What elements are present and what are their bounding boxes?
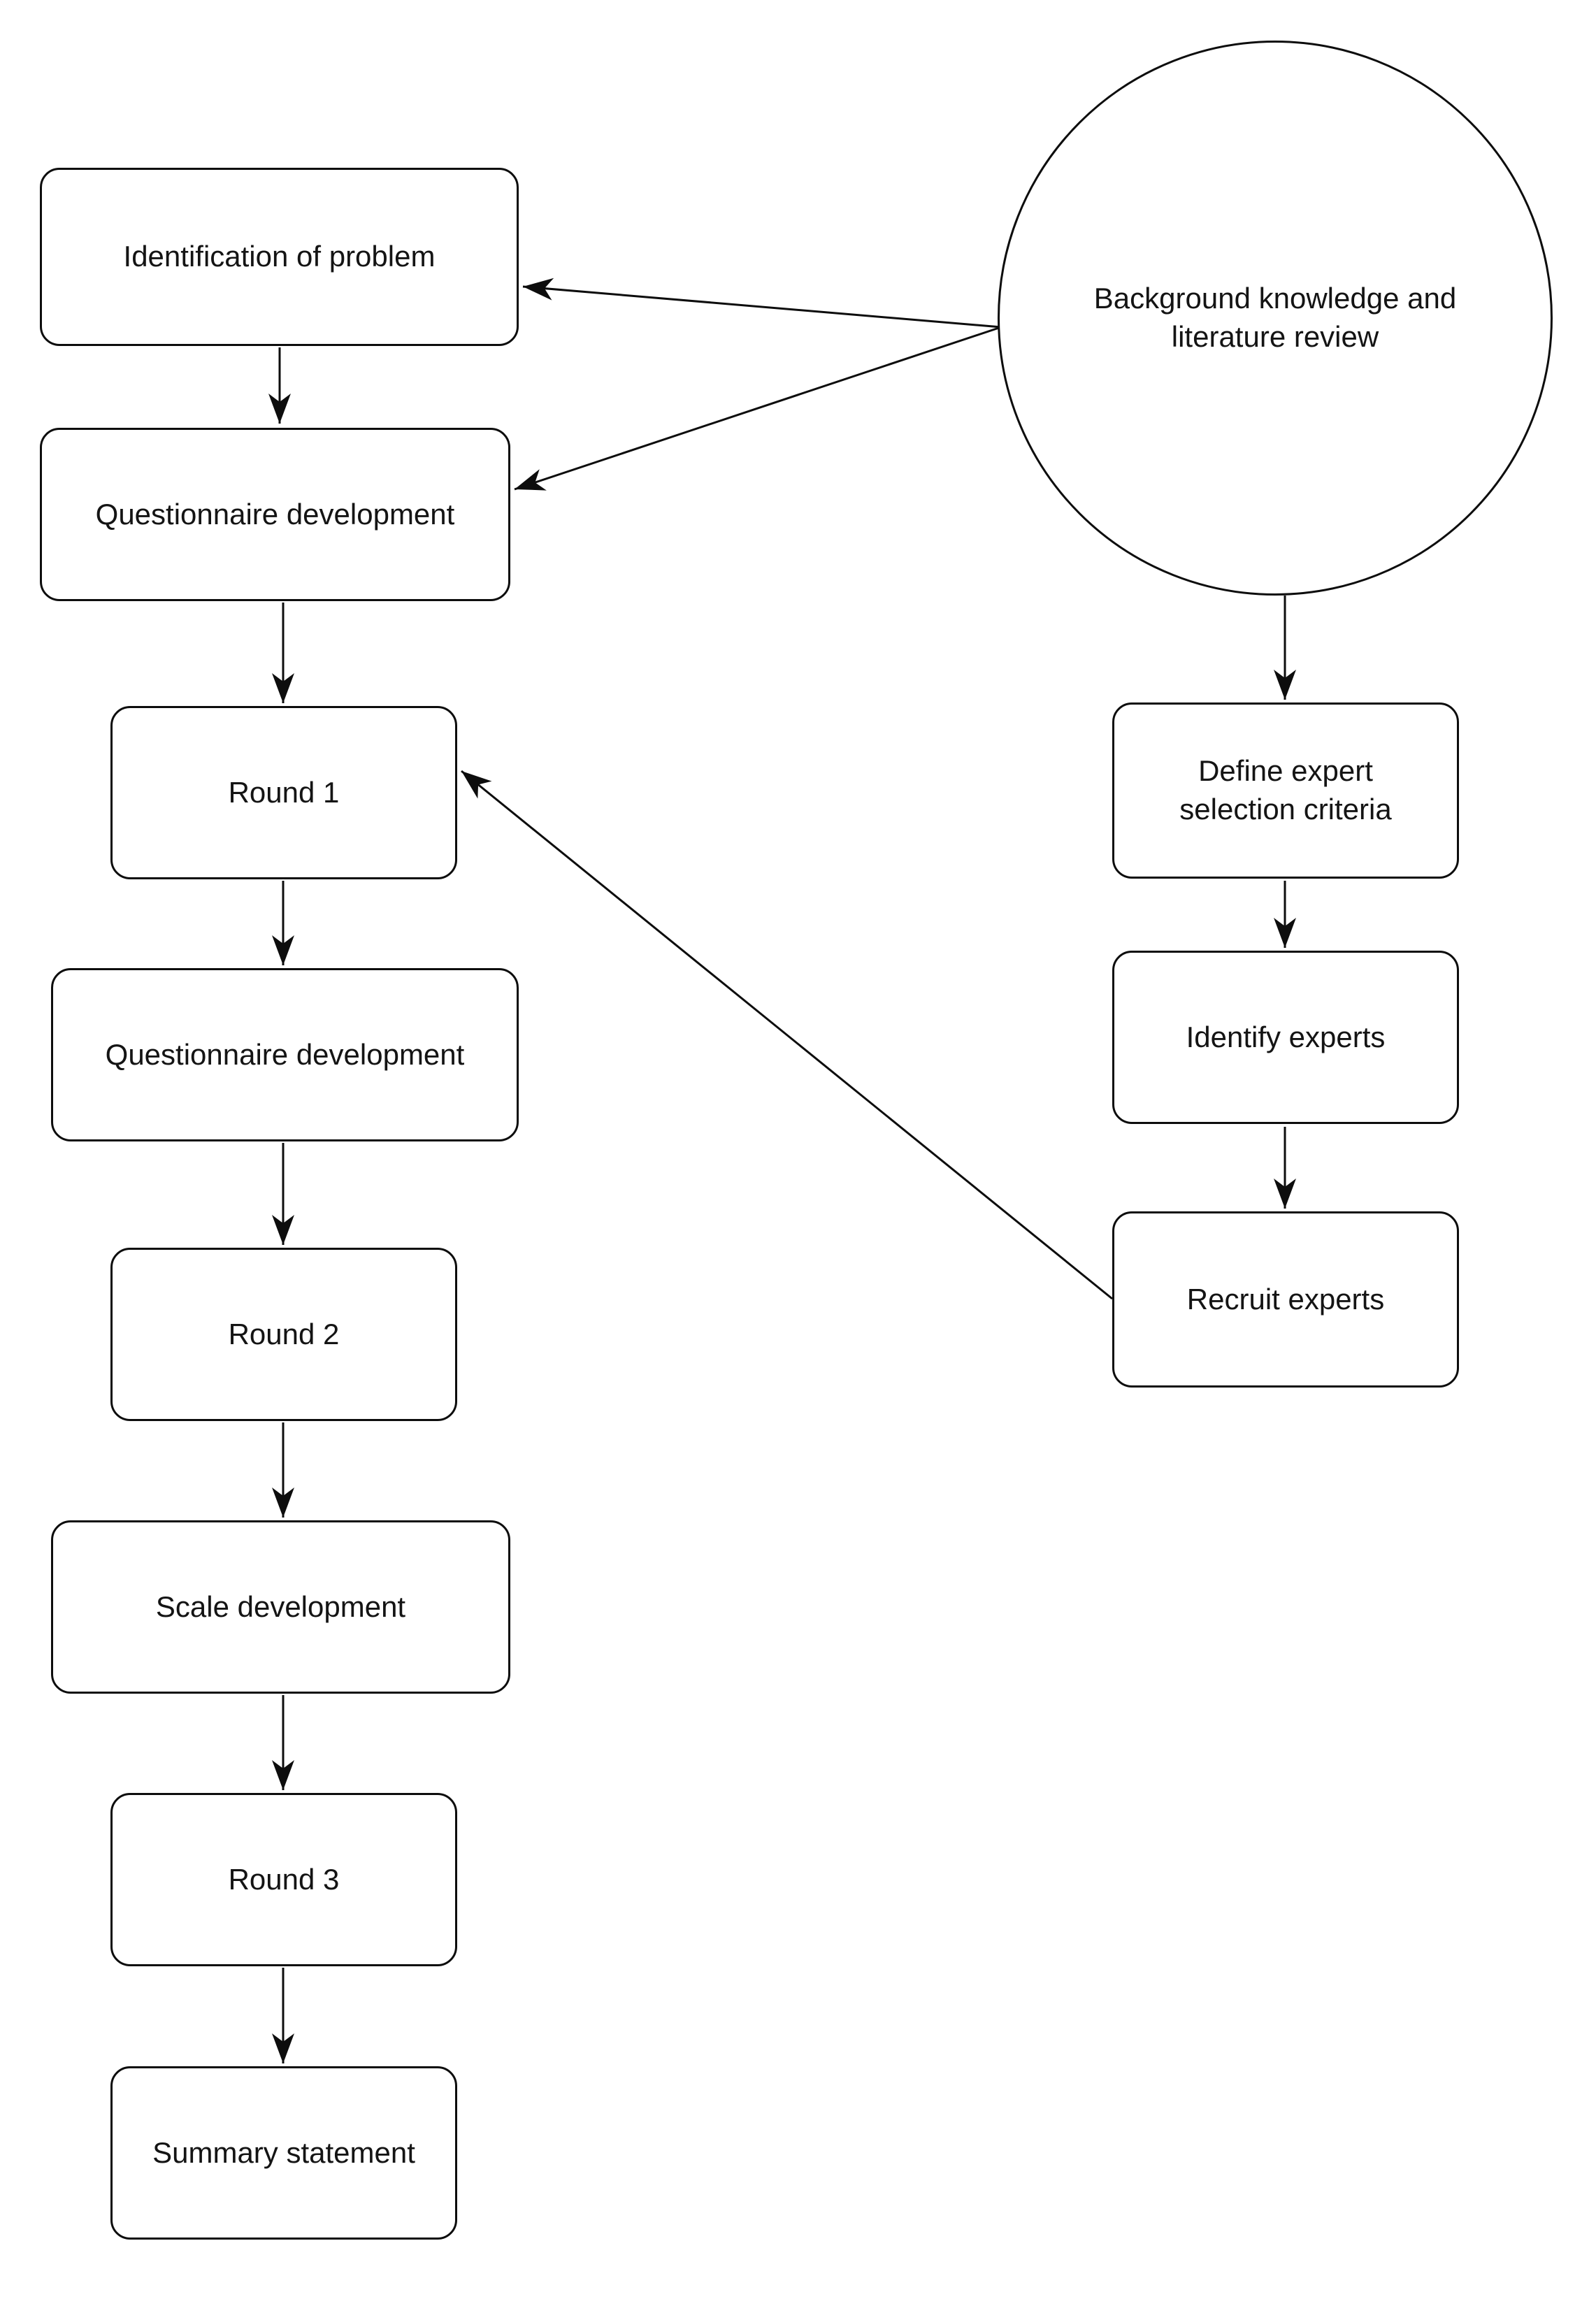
node-scale-development-label: Scale development <box>155 1590 406 1623</box>
node-define-expert-selection-criteria-label: Define expert selection criteria <box>1179 754 1392 826</box>
node-round-1: Round 1 <box>110 706 457 879</box>
edge-recruit-to-round1-arrow <box>461 770 1113 1300</box>
edge-circle-to-questionnaire1-arrow <box>514 326 1002 491</box>
edge-circle-to-identification-arrow <box>522 278 1002 329</box>
node-summary-statement-label: Summary statement <box>152 2135 415 2169</box>
node-round-2: Round 2 <box>110 1248 457 1421</box>
node-round-2-label: Round 2 <box>228 1317 340 1350</box>
node-questionnaire-development-1: Questionnaire development <box>40 428 510 601</box>
node-round-3: Round 3 <box>110 1793 457 1966</box>
node-define-expert-selection-criteria: Define expert selection criteria <box>1112 702 1459 879</box>
node-scale-development: Scale development <box>51 1520 510 1694</box>
node-identify-experts: Identify experts <box>1112 951 1459 1124</box>
node-questionnaire-development-2-label: Questionnaire development <box>105 1037 465 1071</box>
node-round-3-label: Round 3 <box>228 1862 340 1896</box>
node-identification-of-problem: Identification of problem <box>40 168 519 346</box>
node-questionnaire-development-1-label: Questionnaire development <box>95 497 455 531</box>
node-background-knowledge: Background knowledge and literature revi… <box>998 41 1553 596</box>
node-background-knowledge-label: Background knowledge and literature revi… <box>1093 282 1457 353</box>
node-questionnaire-development-2: Questionnaire development <box>51 968 519 1141</box>
node-summary-statement: Summary statement <box>110 2066 457 2240</box>
node-recruit-experts: Recruit experts <box>1112 1211 1459 1388</box>
node-recruit-experts-label: Recruit experts <box>1186 1282 1385 1316</box>
node-identification-of-problem-label: Identification of problem <box>123 240 436 273</box>
node-round-1-label: Round 1 <box>228 775 340 809</box>
node-identify-experts-label: Identify experts <box>1186 1020 1386 1053</box>
